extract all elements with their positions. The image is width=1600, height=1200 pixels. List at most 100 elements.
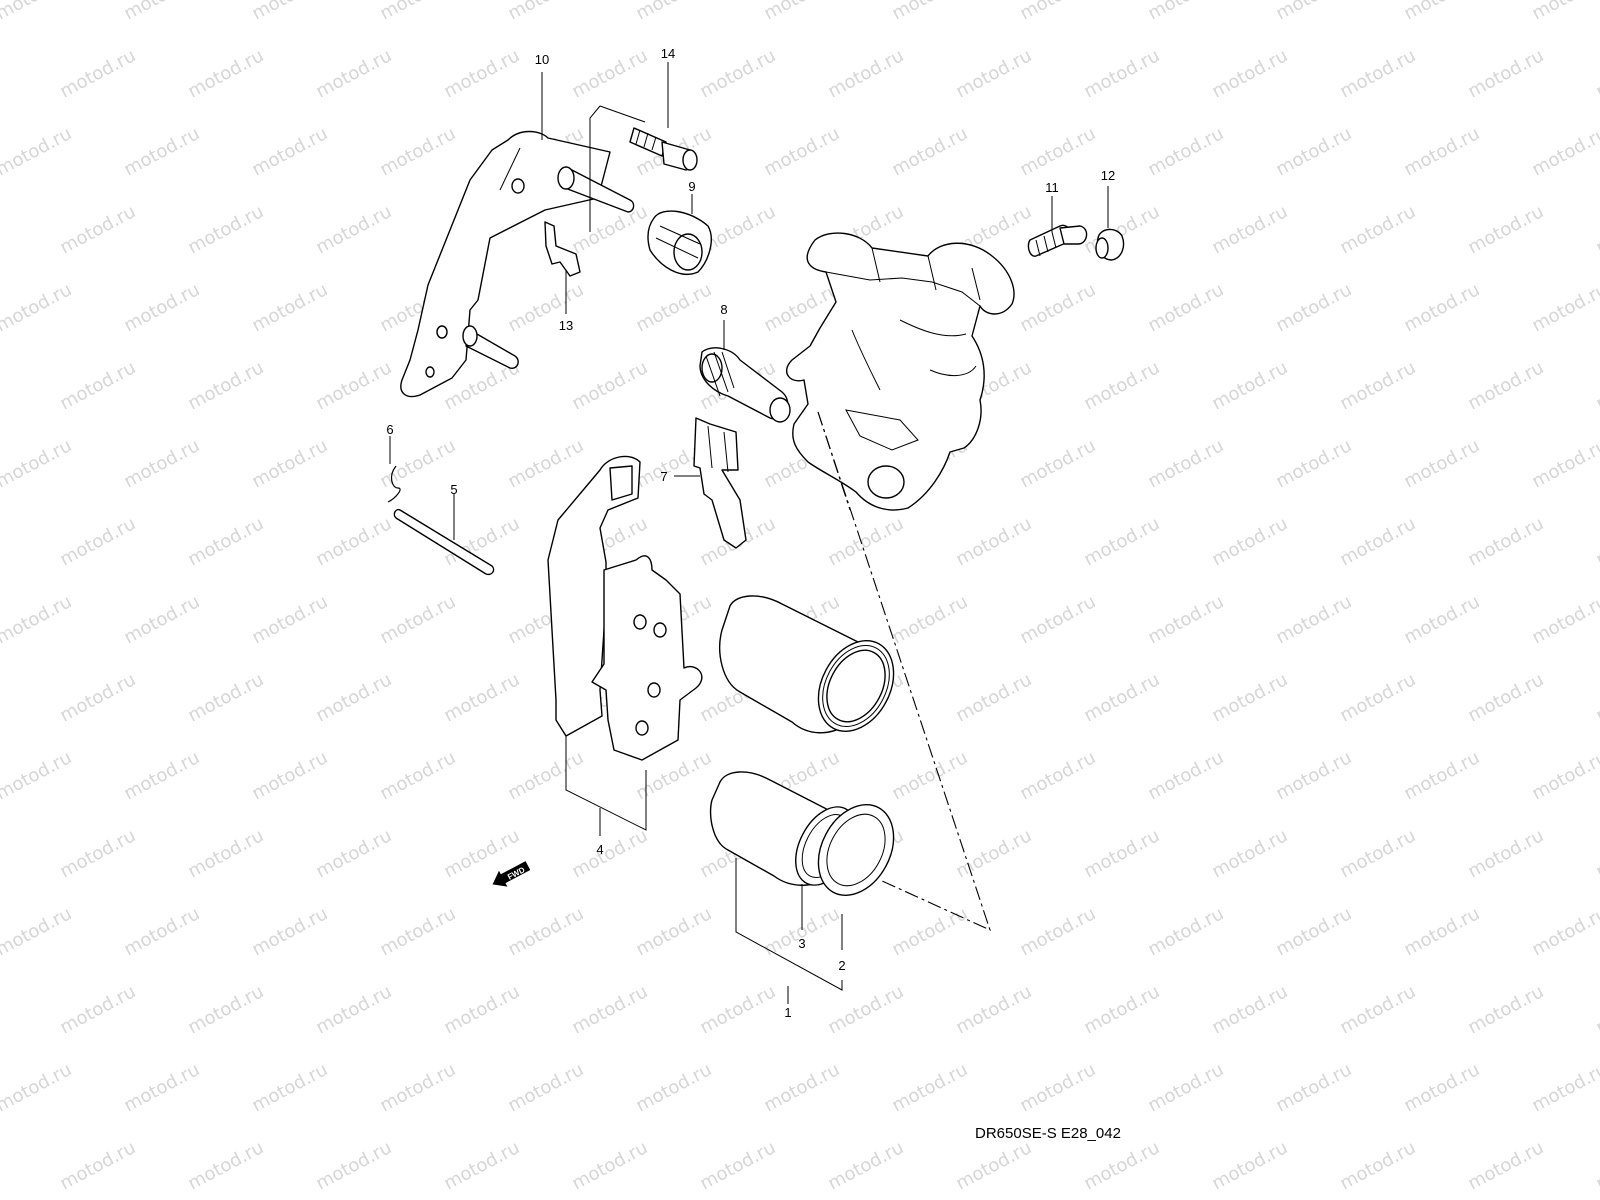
- watermark-text: motod.ru: [888, 591, 971, 648]
- watermark-text: motod.ru: [824, 1137, 907, 1194]
- watermark-text: motod.ru: [184, 513, 267, 570]
- watermark-text: motod.ru: [568, 357, 651, 414]
- part-5-pad-pin[interactable]: [393, 508, 495, 576]
- watermark-text: motod.ru: [504, 747, 587, 804]
- watermark-text: motod.ru: [1272, 1059, 1355, 1116]
- watermark-text: motod.ru: [696, 45, 779, 102]
- part-13-spring-clip[interactable]: [544, 221, 581, 277]
- watermark-text: motod.ru: [1080, 513, 1163, 570]
- watermark-text: motod.ru: [1016, 123, 1099, 180]
- watermark-text: motod.ru: [1016, 279, 1099, 336]
- callout-12: 12: [1101, 168, 1115, 183]
- part-2-dust-seal[interactable]: [803, 792, 908, 909]
- watermark-text: motod.ru: [248, 279, 331, 336]
- watermark-text: motod.ru: [440, 45, 523, 102]
- callout-9: 9: [688, 179, 695, 194]
- watermark-text: motod.ru: [568, 45, 651, 102]
- watermark-text: motod.ru: [440, 981, 523, 1038]
- watermark-text: motod.ru: [1336, 357, 1419, 414]
- watermark-text: motod.ru: [1208, 981, 1291, 1038]
- watermark-text: motod.ru: [120, 747, 203, 804]
- watermark-text: motod.ru: [440, 1137, 523, 1194]
- watermark-text: motod.ru: [1336, 1137, 1419, 1194]
- watermark-text: motod.ru: [1400, 435, 1483, 492]
- watermark-text: motod.ru: [376, 435, 459, 492]
- watermark-text: motod.ru: [312, 981, 395, 1038]
- leader-1: [735, 858, 843, 991]
- watermark-text: motod.ru: [1144, 591, 1227, 648]
- watermark-text: motod.ru: [376, 1059, 459, 1116]
- watermark-text: motod.ru: [248, 747, 331, 804]
- part-12-bleeder-cap[interactable]: [1095, 228, 1125, 261]
- watermark-text: motod.ru: [248, 1059, 331, 1116]
- watermark-text: motod.ru: [0, 435, 75, 492]
- watermark-text: motod.ru: [1080, 669, 1163, 726]
- watermark-text: motod.ru: [1400, 0, 1483, 24]
- part-4-brake-pads[interactable]: [547, 455, 703, 831]
- part-10-caliper-holder[interactable]: [400, 130, 635, 398]
- watermark-text: motod.ru: [376, 123, 459, 180]
- watermark-text: motod.ru: [1272, 123, 1355, 180]
- watermark-text: motod.ru: [0, 123, 75, 180]
- watermark-text: motod.ru: [1528, 0, 1600, 24]
- watermark-text: motod.ru: [504, 279, 587, 336]
- callout-4: 4: [596, 842, 603, 857]
- watermark-text: motod.ru: [56, 513, 139, 570]
- piston-seal-upper[interactable]: [719, 595, 909, 744]
- drawing-code: DR650SE-S E28_042: [975, 1125, 1121, 1142]
- watermark-text: motod.ru: [376, 591, 459, 648]
- watermark-text: motod.ru: [1528, 1059, 1600, 1116]
- watermark-text: motod.ru: [888, 903, 971, 960]
- watermark-text: motod.ru: [312, 357, 395, 414]
- watermark-text: motod.ru: [1208, 357, 1291, 414]
- watermark-text: motod.ru: [1144, 0, 1227, 24]
- part-11-bleeder-valve[interactable]: [1027, 224, 1088, 257]
- watermark-text: motod.ru: [120, 435, 203, 492]
- watermark-text: motod.ru: [376, 747, 459, 804]
- watermark-text: motod.ru: [0, 0, 75, 24]
- callout-11: 11: [1045, 180, 1059, 195]
- caliper-body[interactable]: [786, 232, 1015, 511]
- watermark-text: motod.ru: [56, 669, 139, 726]
- watermark-text: motod.ru: [1592, 1137, 1600, 1194]
- part-7-pad-spring[interactable]: [693, 417, 747, 549]
- part-9-boot[interactable]: [647, 210, 712, 275]
- watermark-text: motod.ru: [632, 0, 715, 24]
- part-6-pin-clip[interactable]: [387, 465, 401, 503]
- watermark-text: motod.ru: [248, 123, 331, 180]
- watermark-text: motod.ru: [1208, 201, 1291, 258]
- watermark-text: motod.ru: [376, 0, 459, 24]
- watermark-text: motod.ru: [568, 981, 651, 1038]
- watermark-text: motod.ru: [1336, 669, 1419, 726]
- callout-8: 8: [720, 302, 727, 317]
- watermark-text: motod.ru: [1144, 123, 1227, 180]
- watermark-text: motod.ru: [120, 0, 203, 24]
- watermark-text: motod.ru: [1208, 825, 1291, 882]
- watermark-text: motod.ru: [184, 825, 267, 882]
- part-8-slide-pin[interactable]: [699, 347, 791, 423]
- watermark-text: motod.ru: [120, 123, 203, 180]
- callout-1: 1: [784, 1005, 791, 1020]
- watermark-text: motod.ru: [312, 669, 395, 726]
- watermark-text: motod.ru: [1528, 747, 1600, 804]
- watermark-text: motod.ru: [312, 45, 395, 102]
- watermark-text: motod.ru: [1080, 357, 1163, 414]
- watermark-text: motod.ru: [1592, 201, 1600, 258]
- watermark-text: motod.ru: [824, 45, 907, 102]
- watermark-text: motod.ru: [1592, 45, 1600, 102]
- watermark-text: motod.ru: [56, 201, 139, 258]
- watermark-text: motod.ru: [1080, 45, 1163, 102]
- watermark-text: motod.ru: [1464, 669, 1547, 726]
- watermark-text: motod.ru: [1272, 591, 1355, 648]
- part-14-bolt[interactable]: [629, 127, 698, 171]
- watermark-text: motod.ru: [696, 981, 779, 1038]
- watermark-text: motod.ru: [184, 201, 267, 258]
- watermark-text: motod.ru: [1528, 123, 1600, 180]
- watermark-text: motod.ru: [1464, 45, 1547, 102]
- callout-5: 5: [450, 482, 457, 497]
- watermark-text: motod.ru: [1464, 1137, 1547, 1194]
- watermark-text: motod.ru: [568, 201, 651, 258]
- watermark-text: motod.ru: [1272, 747, 1355, 804]
- watermark-text: motod.ru: [1080, 1137, 1163, 1194]
